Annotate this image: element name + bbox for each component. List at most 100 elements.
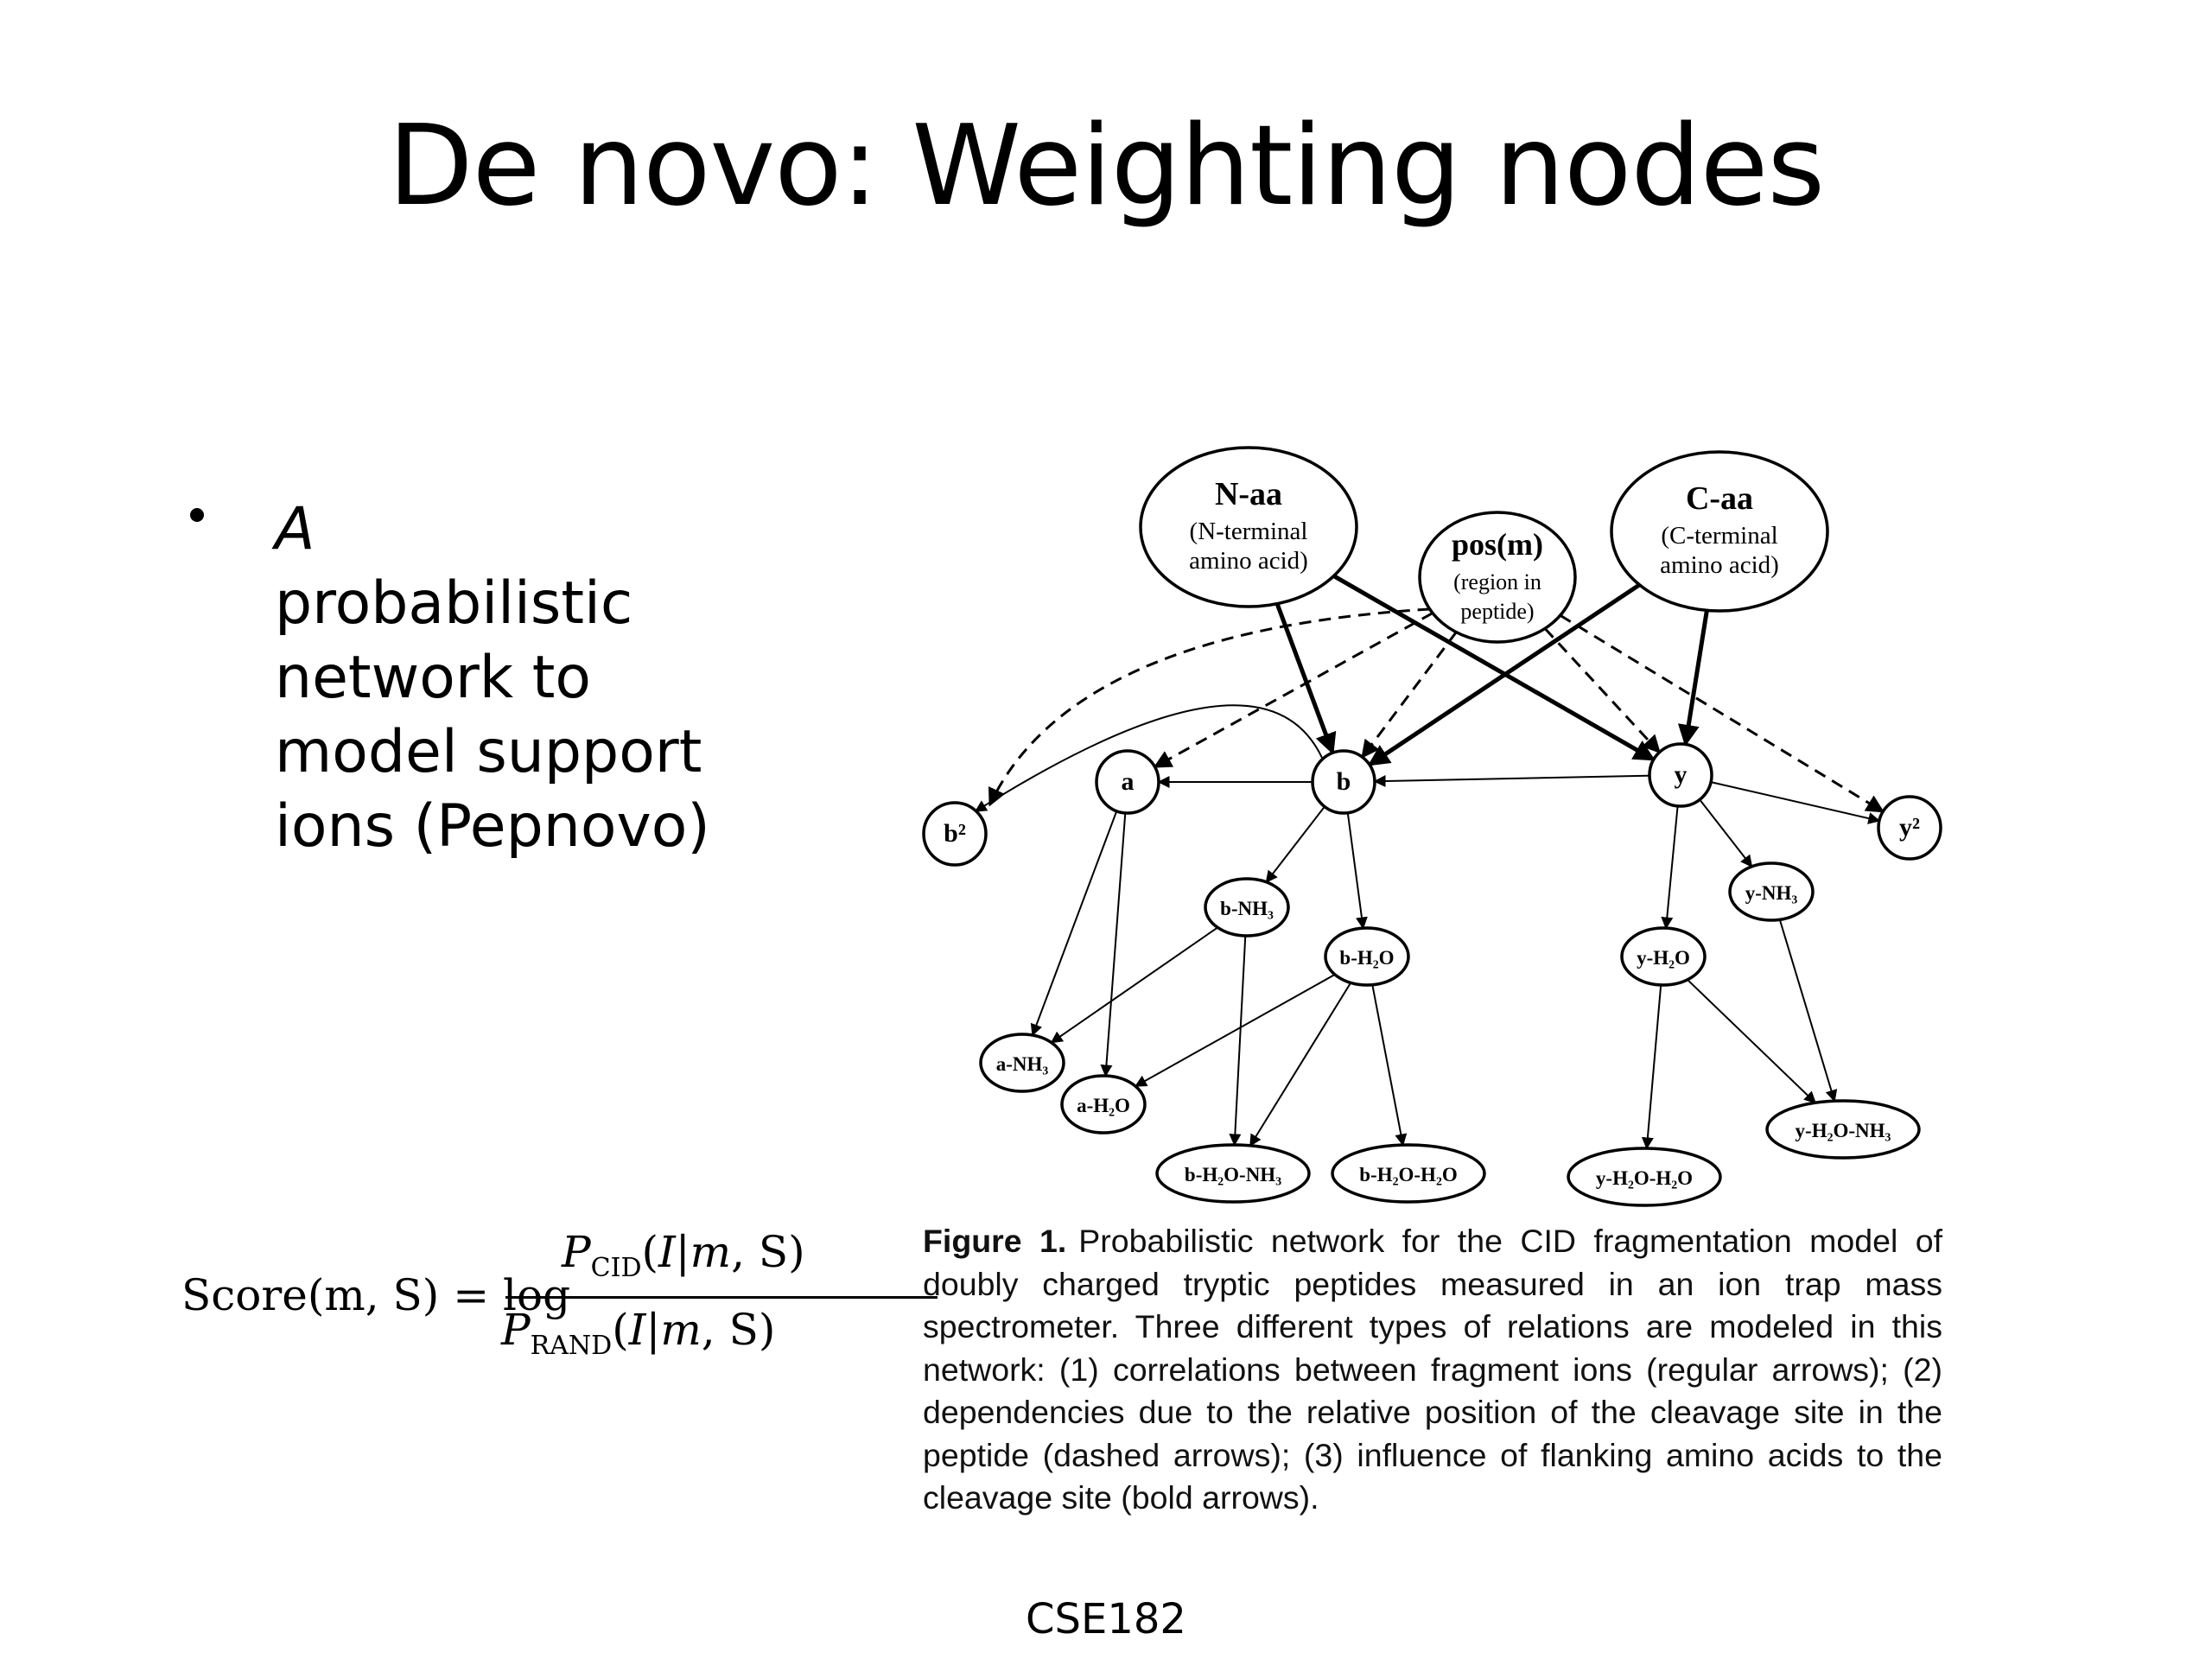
bullet-line-4: model support	[275, 718, 702, 786]
node-Caa-shape	[1610, 450, 1829, 613]
node-Naa-label-0: N-aa	[1215, 476, 1282, 512]
node-yH2OH2O-label: y-H₂O-H₂O	[1596, 1167, 1693, 1189]
bullet-line-3: network to	[275, 644, 592, 712]
edge-bH2O-to-aH2O	[1134, 974, 1336, 1087]
node-yH2OH2O-shape	[1567, 1147, 1722, 1207]
edge-Naa-to-y	[1332, 574, 1656, 762]
score-formula: Score(m, S) = log PCID(I|m, S) PRAND(I|m…	[181, 1227, 938, 1382]
edge-pos-to-a	[1153, 612, 1433, 768]
bullet-line-5: ions (Pepnovo)	[275, 792, 710, 861]
edge-pos-to-b	[1361, 631, 1458, 759]
node-bH2OH2O: b-H₂O-H₂O	[1331, 1143, 1486, 1204]
node-b2-label: b²	[944, 819, 966, 848]
node-bH2OH2O-label: b-H₂O-H₂O	[1359, 1164, 1457, 1185]
node-y2-shape	[1877, 795, 1942, 861]
node-pos: pos(m) (region in peptide)	[1418, 511, 1577, 644]
bullet-line-1: A	[275, 495, 315, 563]
node-Naa-label-2: amino acid)	[1189, 547, 1308, 575]
node-bNH3-label: b-NH₃	[1220, 898, 1274, 919]
node-aH2O: a-H₂O	[1060, 1074, 1147, 1135]
figure-caption: Figure 1.Probabilistic network for the C…	[923, 1220, 1942, 1520]
node-bH2O: b-H₂O	[1324, 926, 1410, 987]
edge-bNH3-to-aNH3	[1050, 926, 1218, 1044]
edge-y-to-yNH3	[1699, 798, 1753, 868]
node-y: y	[1648, 742, 1713, 808]
node-yH2ONH3: y-H₂O-NH₃	[1765, 1099, 1921, 1160]
node-bH2O-shape	[1324, 926, 1410, 987]
formula-numerator: PCID(I|m, S)	[562, 1227, 805, 1283]
node-b2-shape	[922, 801, 988, 867]
bullet-point	[190, 508, 204, 522]
edge-bH2O-to-bH2ONH3	[1249, 982, 1352, 1147]
node-pos-label-0: pos(m)	[1452, 527, 1543, 562]
node-aH2O-label: a-H₂O	[1077, 1095, 1130, 1116]
edge-b-to-b2	[974, 704, 1323, 812]
node-yH2O: y-H₂O	[1620, 926, 1707, 987]
node-Naa-shape	[1139, 446, 1358, 608]
edge-yH2O-to-yH2ONH3	[1687, 979, 1817, 1104]
node-b2: b²	[922, 801, 988, 867]
node-y-label: y	[1675, 760, 1688, 789]
edge-y-to-y2	[1710, 781, 1881, 824]
edge-bNH3-to-bH2ONH3	[1229, 935, 1247, 1147]
slide-footer: CSE182	[1026, 1595, 1186, 1643]
node-bH2OH2O-shape	[1331, 1143, 1486, 1204]
node-aNH3-label: a-NH₃	[996, 1053, 1049, 1075]
edge-yNH3-to-yH2ONH3	[1778, 919, 1838, 1103]
node-bH2ONH3-label: b-H₂O-NH₃	[1185, 1164, 1281, 1185]
bullet-line-2: probabilistic	[275, 569, 633, 638]
fraction-bar	[505, 1296, 938, 1299]
edge-yH2O-to-yH2OH2O	[1641, 984, 1662, 1150]
caption-label: Figure 1.	[923, 1223, 1067, 1259]
node-yH2ONH3-label: y-H₂O-NH₃	[1796, 1120, 1891, 1141]
edge-pos-to-y2	[1559, 613, 1885, 813]
edge-b-to-bNH3	[1265, 805, 1325, 884]
node-bH2O-label: b-H₂O	[1339, 947, 1394, 969]
bullet-text: A probabilistic network to model support…	[275, 493, 759, 864]
edge-Naa-to-b	[1274, 602, 1337, 755]
node-b-label: b	[1337, 767, 1351, 796]
node-yH2OH2O: y-H₂O-H₂O	[1567, 1147, 1722, 1207]
edge-b-to-bH2O	[1346, 812, 1368, 930]
node-y-shape	[1648, 742, 1713, 808]
edge-Caa-to-b	[1367, 582, 1641, 767]
node-yH2O-shape	[1620, 926, 1707, 987]
edge-a-to-aH2O	[1100, 812, 1127, 1077]
edge-a-to-aNH3	[1030, 810, 1118, 1037]
node-bNH3-shape	[1204, 877, 1290, 938]
node-pos-label-1: (region in	[1453, 569, 1541, 594]
node-y2: y²	[1877, 795, 1942, 861]
node-a-label: a	[1122, 767, 1135, 796]
formula-denominator: PRAND(I|m, S)	[501, 1305, 776, 1361]
node-y2-label: y²	[1899, 813, 1920, 842]
node-bH2ONH3-shape	[1155, 1143, 1311, 1204]
node-pos-shape	[1418, 511, 1577, 644]
edge-Caa-to-y	[1677, 610, 1709, 747]
node-b-shape	[1311, 749, 1376, 815]
edge-y-to-yH2O	[1661, 805, 1679, 930]
slide-title: De novo: Weighting nodes	[388, 102, 1825, 231]
node-pos-label-2: peptide)	[1460, 599, 1534, 624]
formula-lhs: Score(m, S) = log	[181, 1270, 571, 1320]
node-Naa-label-1: (N-terminal	[1190, 518, 1308, 545]
node-aNH3-shape	[979, 1033, 1065, 1093]
node-aNH3: a-NH₃	[979, 1033, 1065, 1093]
node-b: b	[1311, 749, 1376, 815]
node-yH2ONH3-shape	[1765, 1099, 1921, 1160]
edge-pos-to-y	[1543, 627, 1661, 754]
node-a: a	[1095, 749, 1160, 815]
caption-text: Probabilistic network for the CID fragme…	[923, 1223, 1942, 1516]
node-yNH3-label: y-NH₃	[1745, 882, 1798, 904]
node-bH2ONH3: b-H₂O-NH₃	[1155, 1143, 1311, 1204]
node-aH2O-shape	[1060, 1074, 1147, 1135]
edge-bH2O-to-bH2OH2O	[1371, 984, 1408, 1147]
node-a-shape	[1095, 749, 1160, 815]
node-Caa-label-1: (C-terminal	[1661, 522, 1777, 550]
node-Caa-label-0: C-aa	[1686, 480, 1753, 517]
node-Caa-label-2: amino acid)	[1660, 551, 1779, 579]
edge-y-to-b	[1373, 774, 1650, 788]
node-yNH3-shape	[1728, 861, 1815, 922]
